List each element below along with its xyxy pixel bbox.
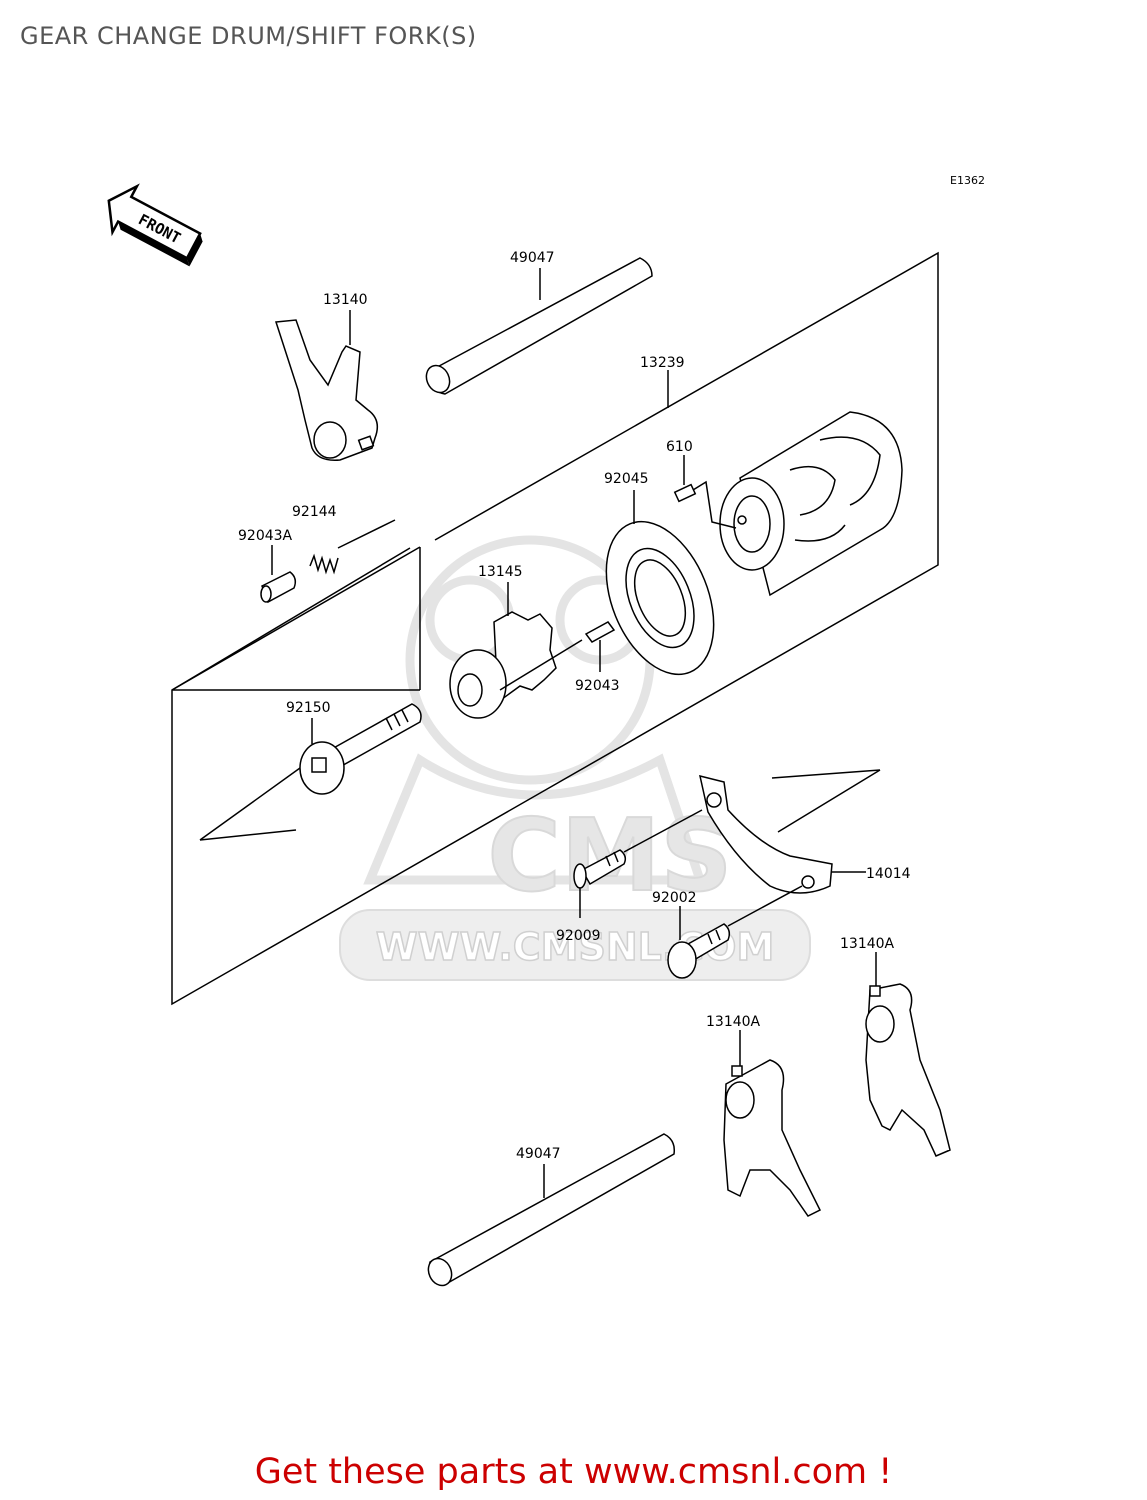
shift-rod-top <box>425 257 653 395</box>
part-label-92150: 92150 <box>286 700 331 716</box>
diagram-code: E1362 <box>950 174 985 187</box>
part-label-92043: 92043 <box>575 678 620 694</box>
part-label-13140: 13140 <box>323 292 368 308</box>
shift-rod-bottom <box>427 1133 676 1287</box>
page-title: GEAR CHANGE DRUM/SHIFT FORK(S) <box>20 22 477 50</box>
shift-fork-top <box>275 310 379 461</box>
shift-drum-cam <box>449 582 583 719</box>
part-label-13145: 13145 <box>478 564 523 580</box>
shift-fork-right <box>865 952 951 1157</box>
part-label-92144: 92144 <box>292 504 337 520</box>
part-label-13140A-middle: 13140A <box>706 1014 761 1030</box>
shift-fork-middle <box>723 1030 822 1217</box>
assembly-frame <box>171 251 939 1006</box>
spring <box>309 519 396 575</box>
pin-92043 <box>584 621 616 672</box>
bolt-92002 <box>667 885 803 979</box>
part-label-49047-top: 49047 <box>510 250 555 266</box>
part-label-13140A-right: 13140A <box>840 936 895 952</box>
part-label-13239: 13239 <box>640 355 685 371</box>
watermark: CMS WWW.CMSNL.COM <box>339 535 811 981</box>
part-label-92009: 92009 <box>556 928 601 944</box>
ball-bearing <box>605 490 715 676</box>
part-label-92043A: 92043A <box>238 528 293 544</box>
bolt-92150 <box>299 703 422 795</box>
screw-92009 <box>573 809 703 918</box>
dowel-pin-610 <box>673 455 737 529</box>
part-label-610: 610 <box>666 439 693 455</box>
part-label-49047-bottom: 49047 <box>516 1146 561 1162</box>
part-label-14014: 14014 <box>866 866 911 882</box>
positioning-plate <box>699 774 866 894</box>
part-label-92002: 92002 <box>652 890 697 906</box>
shift-drum <box>667 370 903 597</box>
pin-92043a <box>260 545 297 604</box>
part-label-92045: 92045 <box>604 471 649 487</box>
footer-cta-link[interactable]: Get these parts at www.cmsnl.com ! <box>254 1452 893 1492</box>
front-direction-icon: FRONT <box>107 183 203 267</box>
